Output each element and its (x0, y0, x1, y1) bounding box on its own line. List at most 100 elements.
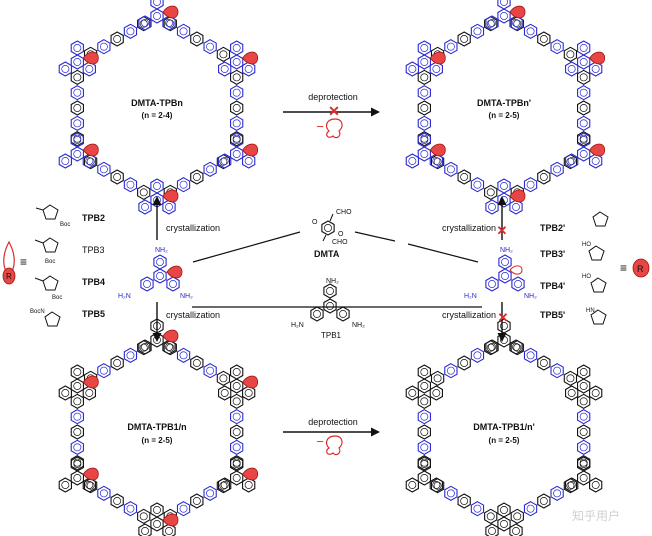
vertex-benzene (150, 516, 164, 532)
dmta-label: DMTA (314, 249, 340, 259)
vertex-benzene (565, 153, 579, 169)
dmta-connector-right-b (407, 243, 479, 263)
vertex-benzene (230, 378, 244, 394)
protecting-group-lobe (82, 467, 99, 481)
benzene-ring (537, 169, 551, 185)
vertex-benzene (497, 0, 511, 10)
benzene-ring (123, 23, 138, 39)
benzene-ring (230, 393, 244, 409)
vertex-benzene (230, 146, 244, 162)
protecting-group-lobe (162, 5, 179, 19)
vertex-benzene (417, 364, 431, 380)
framework-range-br: (n = 2-5) (489, 436, 520, 445)
benzene-ring (216, 46, 231, 62)
left-monomer-h2n: H₂N (118, 293, 131, 300)
benzene-ring (577, 439, 591, 455)
vertex-benzene (70, 470, 84, 486)
vertex-benzene (58, 153, 72, 169)
vertex-benzene (497, 502, 511, 518)
benzene-ring (550, 161, 564, 177)
vertex-benzene (577, 470, 591, 486)
benzene-ring (577, 100, 591, 116)
deprotection-arrow-bottom: deprotection − (283, 417, 380, 456)
vertex-benzene (58, 385, 72, 401)
benzene-ring (190, 31, 204, 47)
boc-tpb4: Boc (52, 295, 62, 301)
vertex-benzene (150, 8, 164, 24)
benzene-ring (230, 85, 244, 101)
benzene-ring (550, 363, 564, 379)
benzene-ring (537, 31, 551, 47)
benzene-ring (190, 169, 204, 185)
benzene-ring (176, 347, 191, 363)
benzene-ring (523, 501, 538, 517)
benzene-ring (203, 161, 217, 177)
protecting-group-lobe-icon (166, 265, 183, 279)
crystallization-arrow-bottom-left: crystallization (152, 302, 220, 342)
framework-name-br: DMTA-TPB1/n' (473, 422, 534, 432)
benzene-ring (457, 169, 471, 185)
vertex-benzene (589, 477, 603, 493)
label-tpb5: TPB5 (82, 309, 105, 319)
vertex-benzene (218, 153, 232, 169)
benzene-ring (203, 363, 217, 379)
crystallization-arrow-top-left: crystallization (152, 196, 220, 240)
hn-tpb5p: HN (586, 308, 595, 314)
removed-group-icon-bottom (325, 435, 343, 456)
benzene-ring (470, 177, 485, 193)
vertex-benzene (230, 470, 244, 486)
dmta-connector-left (192, 231, 301, 263)
crystallization-label-tr: crystallization (442, 223, 496, 233)
label-tpb4: TPB4 (82, 277, 105, 287)
vertex-benzene (58, 477, 72, 493)
protecting-group-lobe (82, 375, 99, 389)
benzene-ring (137, 508, 151, 524)
protecting-group-lobe (162, 189, 179, 203)
ho-tpb3p: HO (582, 242, 591, 248)
vertex-benzene (485, 15, 499, 31)
benzene-ring (563, 370, 578, 386)
framework-name-bl: DMTA-TPB1/n (127, 422, 186, 432)
benzene-ring (70, 85, 84, 101)
benzene-ring (417, 393, 431, 409)
protecting-group-lobe (242, 467, 259, 481)
benzene-ring (470, 23, 485, 39)
benzene-ring (563, 46, 578, 62)
benzene-ring (70, 409, 84, 425)
forbidden-cross-br: ✕ (498, 310, 509, 325)
vertex-benzene (485, 339, 499, 355)
vertex-benzene (497, 8, 511, 24)
benzene-ring (110, 31, 124, 47)
benzene-ring (484, 508, 498, 524)
dmta-cho-top: CHO (336, 209, 352, 216)
vertex-benzene (577, 146, 591, 162)
benzene-ring (110, 493, 124, 509)
vertex-benzene (577, 40, 591, 56)
vertex-benzene (58, 61, 72, 77)
vertex-benzene (230, 40, 244, 56)
benzene-ring (417, 439, 431, 455)
tpb1-nh2-top: NH₂ (326, 278, 339, 285)
left-substituents: Boc Boc Boc BocN (30, 204, 70, 327)
dmta-cho-bottom: CHO (332, 239, 348, 246)
left-monomer-nh2-top: NH₂ (155, 247, 168, 254)
benzene-ring (97, 485, 111, 501)
framework-rings (58, 0, 606, 536)
benzene-ring (444, 485, 458, 501)
removed-group-icon-top (325, 118, 343, 139)
vertex-benzene (577, 54, 591, 70)
vertex-benzene (405, 61, 419, 77)
boc-tpb3: Boc (45, 259, 55, 265)
benzene-ring (216, 370, 231, 386)
benzene-ring (137, 184, 151, 200)
label-tpb2: TPB2 (82, 213, 105, 223)
label-tpb3: TPB3 (82, 245, 105, 255)
protecting-group-lobe (509, 189, 526, 203)
right-substituents: HO HO HN (582, 211, 609, 325)
right-monomer-nh2-right: NH₂ (524, 293, 537, 300)
benzene-ring (230, 100, 244, 116)
benzene-ring (550, 485, 564, 501)
protecting-group-lobe (162, 329, 179, 343)
right-monomer-h2n: H₂N (464, 293, 477, 300)
vertex-benzene (218, 61, 232, 77)
